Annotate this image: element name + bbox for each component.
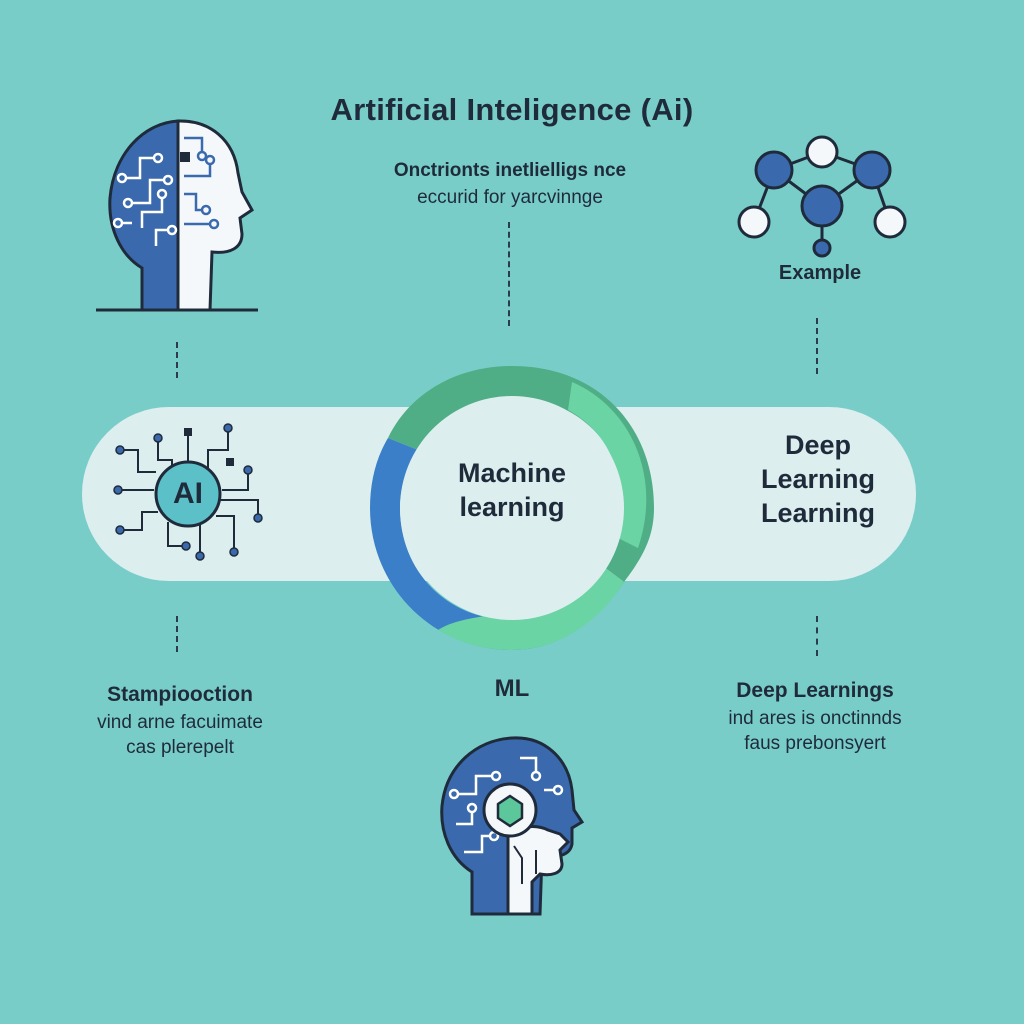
bottom-right-caption: Deep Learnings ind ares is onctinnds fau… [690, 676, 940, 756]
machine-learning-line-2: learning [459, 492, 565, 522]
connector-bottom-right [816, 616, 818, 656]
bottom-right-line-2: faus prebonsyert [744, 733, 886, 754]
deep-learning-line-1: Deep [784, 430, 852, 460]
circuit-head-icon [96, 119, 258, 312]
subtitle-line-2: eccurid for yarcvinnge [417, 187, 603, 208]
bottom-left-line-1: vind arne facuimate [97, 712, 263, 733]
ai-badge-label: AI [173, 477, 203, 510]
subtitle-line-1: Onctrionts inetlielligs nce [393, 160, 627, 181]
deep-learning-line-3: Learning [760, 498, 875, 528]
example-label: Example [778, 262, 862, 284]
ml-label: ML [494, 675, 530, 702]
machine-learning-swirl [370, 366, 654, 650]
machine-learning-label: Machine learning [412, 456, 612, 524]
deep-learning-label: Deep Learning Learning [738, 428, 898, 530]
connector-bottom-left [176, 616, 178, 652]
bottom-right-heading: Deep Learnings [736, 679, 894, 702]
bottom-left-line-2: cas plerepelt [126, 737, 234, 758]
neural-network-icon [737, 135, 907, 258]
bottom-left-caption: Stampiooction vind arne facuimate cas pl… [60, 680, 300, 760]
connector-top-left [176, 342, 178, 378]
ml-head-icon [440, 736, 585, 916]
page-title: Artificial Inteligence (Ai) [330, 92, 694, 127]
subtitle: Onctrionts inetlielligs nce eccurid for … [300, 157, 720, 211]
ai-circuit-icon [113, 423, 263, 561]
bottom-right-line-1: ind ares is onctinnds [728, 708, 902, 729]
connector-top-center [508, 222, 510, 326]
bottom-left-heading: Stampiooction [107, 683, 253, 706]
machine-learning-line-1: Machine [457, 458, 567, 488]
deep-learning-line-2: Learning [760, 464, 875, 494]
connector-top-right [816, 318, 818, 374]
